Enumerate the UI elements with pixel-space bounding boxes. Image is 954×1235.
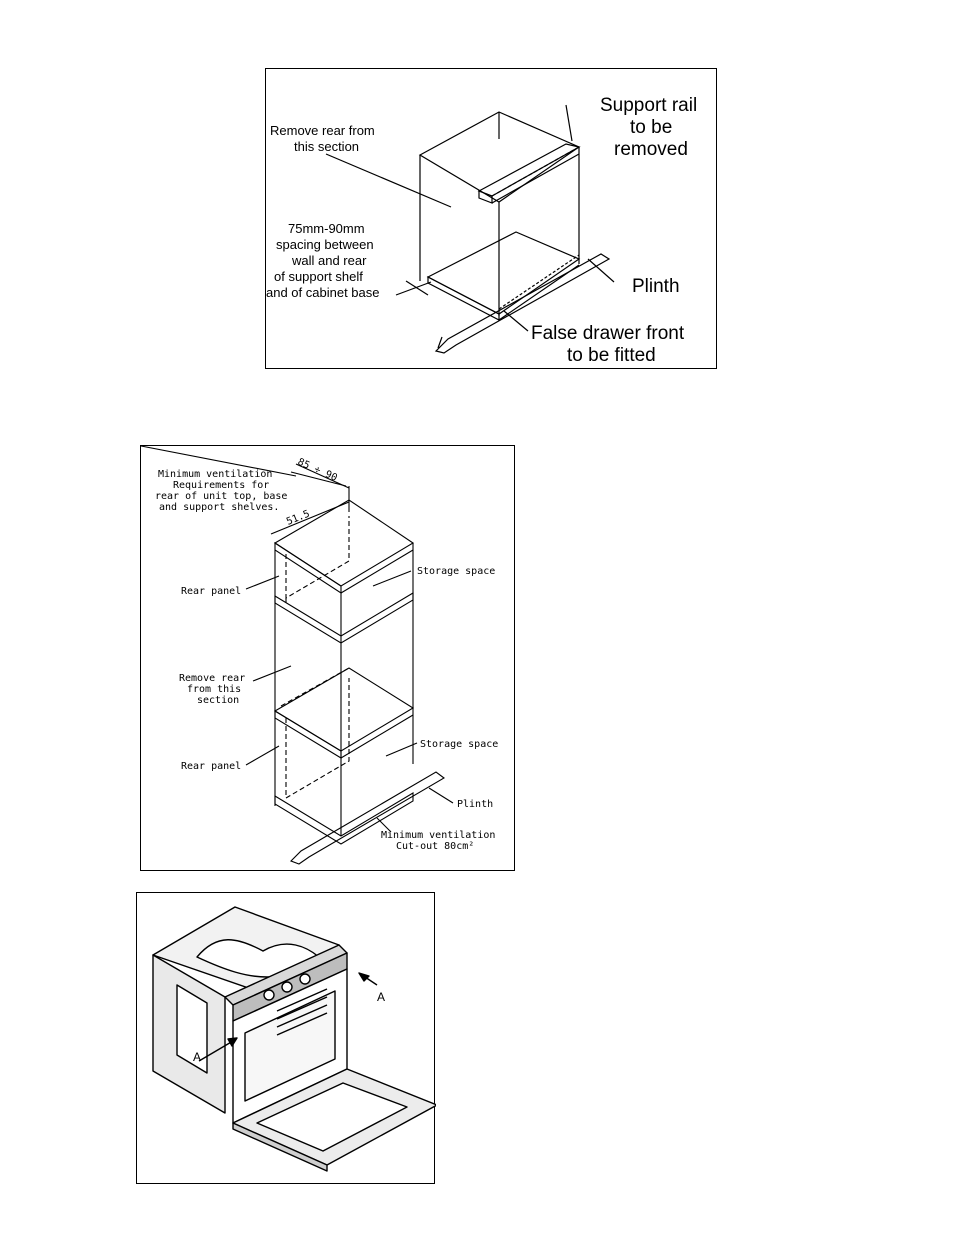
- support-rail-label-1: Support rail: [600, 95, 697, 116]
- oven-drawing: A A: [152, 906, 436, 1172]
- label-a-left: A: [193, 1050, 201, 1064]
- ventilation-label-4: and support shelves.: [159, 502, 279, 513]
- remove-rear-label-2: this section: [294, 139, 359, 154]
- figure-cabinet-support-rail: Remove rear from this section 75mm-90mm …: [265, 68, 717, 369]
- plinth-label: Plinth: [632, 276, 680, 297]
- knob-icon: [281, 981, 293, 993]
- knob-icon: [263, 989, 275, 1001]
- plinth-label-2: Plinth: [457, 799, 493, 810]
- support-rail-label-3: removed: [614, 139, 688, 160]
- middle-shelf: [273, 667, 415, 752]
- support-rail-label-2: to be: [630, 117, 672, 138]
- cutout-label-1: Minimum ventilation: [381, 830, 495, 841]
- ventilation-label-3: rear of unit top, base: [155, 491, 287, 502]
- spacing-label-5: and of cabinet base: [266, 285, 379, 300]
- rear-panel-lower-label: Rear panel: [181, 761, 241, 772]
- figure-tall-housing: Minimum ventilation Requirements for rea…: [140, 445, 515, 871]
- cutout-label-2: Cut-out 80cm²: [396, 841, 474, 852]
- false-drawer-label-2: to be fitted: [567, 345, 656, 366]
- cabinet-drawing: Remove rear from this section 75mm-90mm …: [266, 95, 697, 366]
- spacing-label-3: wall and rear: [291, 253, 367, 268]
- storage-upper-label: Storage space: [417, 566, 495, 577]
- housing-drawing: Minimum ventilation Requirements for rea…: [141, 446, 498, 865]
- knob-icon: [299, 973, 311, 985]
- remove-rear-label-3: section: [197, 695, 239, 706]
- spacing-label-2: spacing between: [276, 237, 374, 252]
- housing-base: [274, 792, 414, 845]
- dimension-range-label: 85 ÷ 90: [296, 457, 339, 484]
- figure-oven-open: A A: [136, 892, 436, 1184]
- support-rail: [477, 143, 581, 197]
- rear-panel-upper-label: Rear panel: [181, 586, 241, 597]
- remove-rear-label-1: Remove rear: [179, 673, 245, 684]
- plinth: [434, 253, 611, 354]
- false-drawer-label-1: False drawer front: [531, 323, 685, 344]
- dimension-depth-label: 51.5: [285, 509, 311, 528]
- remove-rear-label: Remove rear from: [270, 123, 375, 138]
- housing-plinth: [290, 771, 445, 865]
- storage-lower-label: Storage space: [420, 739, 498, 750]
- label-a-right: A: [377, 990, 385, 1004]
- ventilation-label-1: Minimum ventilation: [158, 469, 272, 480]
- spacing-label-4: of support shelf: [274, 269, 363, 284]
- spacing-label-1: 75mm-90mm: [288, 221, 365, 236]
- remove-rear-label-2: from this: [187, 684, 241, 695]
- ventilation-label-2: Requirements for: [173, 480, 269, 491]
- base-shelf: [426, 231, 581, 315]
- upper-shelf: [274, 592, 414, 644]
